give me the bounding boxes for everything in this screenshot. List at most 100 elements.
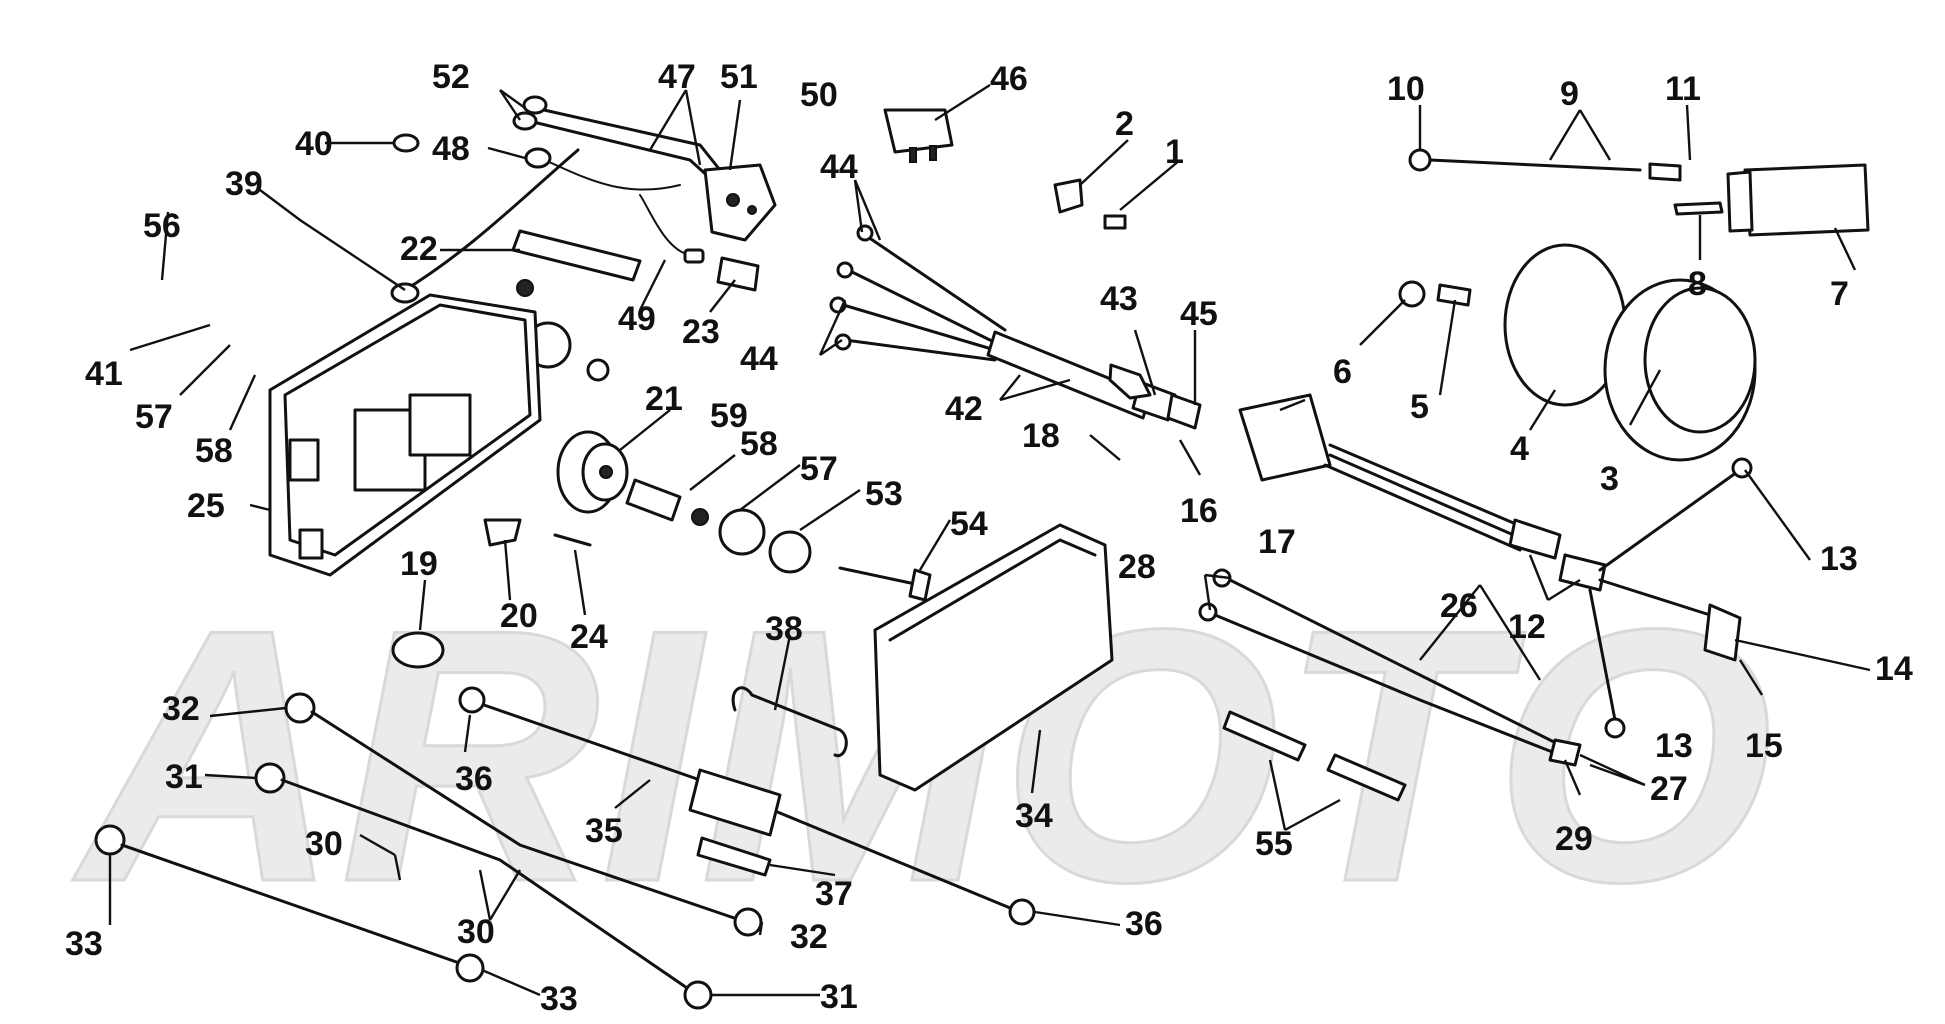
callout-7: 7 [1830,275,1849,313]
callout-33a: 33 [65,925,103,963]
callout-36b: 36 [1125,905,1163,943]
callout-13a: 13 [1820,540,1858,578]
callout-52: 52 [432,58,470,96]
callout-34: 34 [1015,797,1053,835]
callout-44b: 44 [740,340,778,378]
callout-4: 4 [1510,430,1529,468]
part-box-25 [268,293,542,577]
callout-41: 41 [85,355,123,393]
part-nut-56 [516,279,534,297]
part-relay-46 [883,108,954,163]
part-sleeve-55a [1222,710,1307,762]
part-wire-9 [1408,148,1682,182]
part-fuse-37 [696,836,772,877]
callout-32b: 32 [790,918,828,956]
part-harness-47 [512,95,722,256]
callout-32a: 32 [162,690,200,728]
callout-21: 21 [645,380,683,418]
part-harness-17 [1238,393,1753,739]
callout-3: 3 [1600,460,1619,498]
callout-6: 6 [1333,353,1352,391]
callout-54: 54 [950,505,988,543]
callout-47: 47 [658,58,696,96]
part-harness-26 [1198,568,1582,767]
callout-10: 10 [1387,70,1425,108]
part-washer-58b [691,508,709,526]
callout-53: 53 [865,475,903,513]
callout-50: 50 [800,76,838,114]
callout-40: 40 [295,125,333,163]
callout-9: 9 [1560,75,1579,113]
part-sleeve-22 [511,229,642,282]
part-module-34 [873,523,1114,792]
callout-58a: 58 [195,432,233,470]
callout-45: 45 [1180,295,1218,333]
part-screw-24 [553,533,592,547]
part-connector-50 [703,163,777,242]
callout-36a: 36 [455,760,493,798]
part-pin-8 [1673,201,1724,216]
part-washer-53 [768,530,812,574]
callout-2: 2 [1115,105,1134,143]
callout-27: 27 [1650,770,1688,808]
part-bulb-5 [1436,283,1472,307]
part-terminal-49 [683,248,705,264]
callout-57b: 57 [800,450,838,488]
part-clip-23 [716,256,760,292]
callout-56: 56 [143,207,181,245]
callout-5: 5 [1410,388,1429,426]
part-cable-39 [390,133,580,304]
callout-17: 17 [1258,523,1296,561]
callout-31a: 31 [165,758,203,796]
part-sleeve-59 [625,478,682,522]
callout-14: 14 [1875,650,1913,688]
callout-25: 25 [187,487,225,525]
callout-55: 55 [1255,825,1293,863]
callout-33b: 33 [540,980,578,1018]
callout-numbers: 1 2 3 4 5 6 7 8 9 10 11 12 13 13 14 15 1… [65,58,1913,1018]
part-screw-1 [1103,214,1127,230]
part-washer-57b [718,508,766,556]
callout-38: 38 [765,610,803,648]
callout-18: 18 [1022,417,1060,455]
part-harness-35 [458,686,1036,926]
callout-44a: 44 [820,148,858,186]
part-gauge-3 [1603,278,1757,462]
leader-lines [108,83,1871,997]
callout-16: 16 [1180,492,1218,530]
callout-51: 51 [720,58,758,96]
callout-31b: 31 [820,978,858,1016]
callout-26: 26 [1440,587,1478,625]
callout-35: 35 [585,812,623,850]
callout-22: 22 [400,230,438,268]
callout-13b: 13 [1655,727,1693,765]
callout-12: 12 [1508,608,1546,646]
callout-49: 49 [618,300,656,338]
part-bolt-54 [838,566,932,602]
callout-39: 39 [225,165,263,203]
part-clamp-19 [391,631,445,669]
part-bracket-20 [483,518,522,547]
part-spring-38 [731,686,848,758]
callout-28: 28 [1118,548,1156,586]
callout-8: 8 [1688,265,1707,303]
callout-19: 19 [400,545,438,583]
part-grommet-21 [556,430,629,514]
callout-46: 46 [990,60,1028,98]
callout-59: 59 [710,397,748,435]
callout-23: 23 [682,313,720,351]
part-clip-2 [1053,178,1084,214]
callout-57a: 57 [135,398,173,436]
part-harness-42 [829,224,1152,420]
part-sender-7 [1726,163,1870,237]
part-sleeve-55b [1326,753,1407,802]
callout-42: 42 [945,390,983,428]
part-socket-6 [1398,280,1426,308]
part-clip-18 [1108,363,1152,400]
callout-30b: 30 [457,913,495,951]
callout-11: 11 [1665,70,1701,108]
callout-24: 24 [570,618,608,656]
callout-20: 20 [500,597,538,635]
callout-29: 29 [1555,820,1593,858]
